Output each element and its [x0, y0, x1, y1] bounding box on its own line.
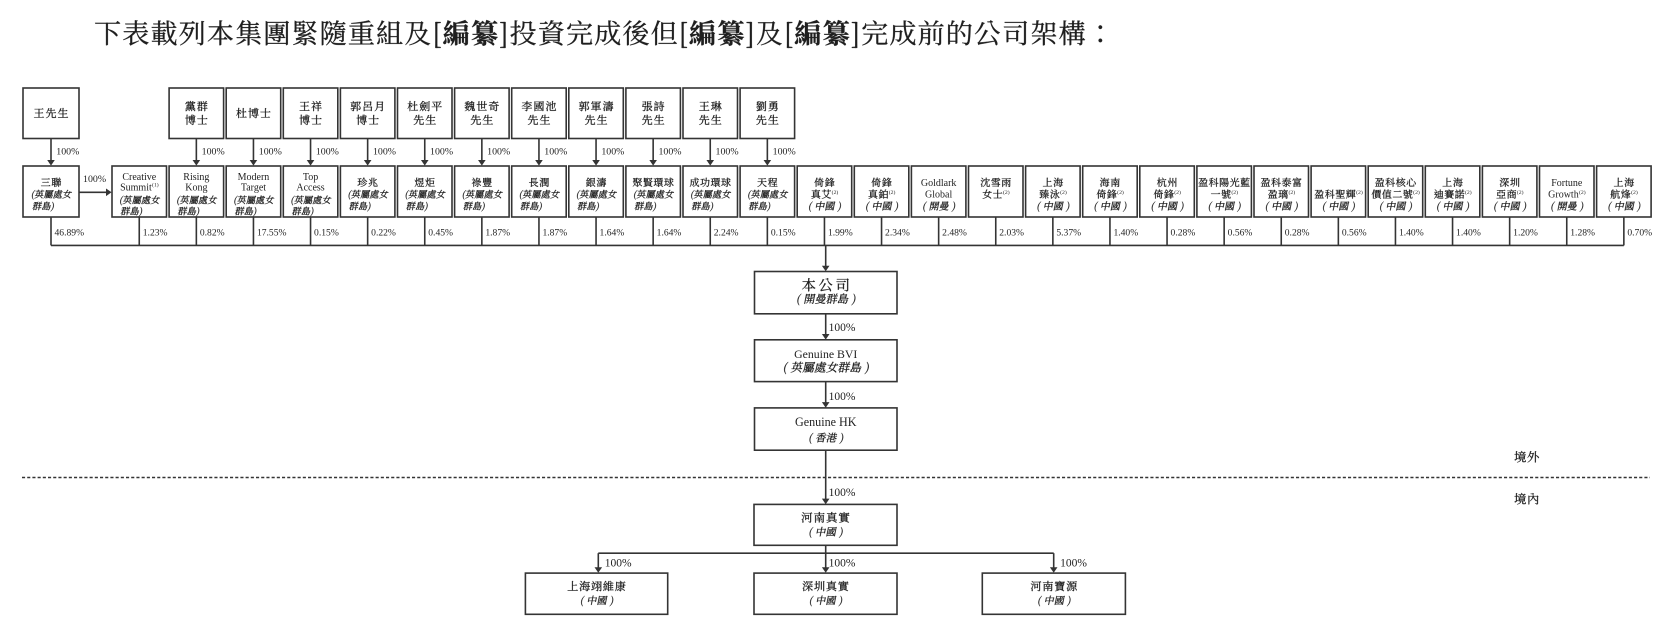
svg-text:1.40%: 1.40% [1113, 228, 1138, 239]
svg-text:2.24%: 2.24% [714, 228, 739, 239]
svg-text:1.40%: 1.40% [1456, 228, 1481, 239]
svg-text:100%: 100% [259, 147, 282, 158]
svg-text:Rising: Rising [183, 172, 209, 183]
svg-text:Global: Global [925, 190, 952, 201]
svg-text:5.37%: 5.37% [1056, 228, 1081, 239]
svg-text:(2): (2) [1174, 189, 1181, 196]
svg-text:Kong: Kong [185, 182, 207, 193]
svg-text:100%: 100% [605, 558, 632, 570]
svg-text:Goldlark: Goldlark [921, 178, 957, 189]
svg-text:1.87%: 1.87% [542, 228, 567, 239]
svg-text:0.56%: 0.56% [1228, 228, 1253, 239]
svg-text:100%: 100% [829, 487, 856, 499]
svg-text:0.28%: 0.28% [1285, 228, 1310, 239]
svg-text:(2): (2) [832, 189, 839, 196]
svg-text:2.34%: 2.34% [885, 228, 910, 239]
svg-text:1.28%: 1.28% [1570, 228, 1595, 239]
svg-text:100%: 100% [202, 147, 225, 158]
svg-text:Creative: Creative [122, 172, 156, 183]
svg-text:1.64%: 1.64% [657, 228, 682, 239]
svg-text:100%: 100% [829, 391, 856, 403]
svg-text:1.99%: 1.99% [828, 228, 853, 239]
svg-text:(2): (2) [1003, 189, 1010, 196]
svg-text:1.64%: 1.64% [600, 228, 625, 239]
svg-text:(2): (2) [889, 189, 896, 196]
svg-text:(2): (2) [1231, 189, 1238, 196]
svg-text:2.03%: 2.03% [999, 228, 1024, 239]
svg-text:100%: 100% [601, 147, 624, 158]
svg-text:Genuine BVI: Genuine BVI [794, 347, 857, 361]
svg-text:Top: Top [303, 172, 318, 183]
svg-text:Modern: Modern [238, 172, 270, 183]
svg-text:Fortune: Fortune [1551, 178, 1583, 189]
svg-text:Growth: Growth [1548, 190, 1579, 201]
svg-text:46.89%: 46.89% [55, 228, 85, 239]
svg-text:100%: 100% [1060, 558, 1087, 570]
svg-text:0.15%: 0.15% [771, 228, 796, 239]
svg-text:(2): (2) [1413, 189, 1420, 196]
svg-text:Access: Access [296, 182, 324, 193]
svg-text:(2): (2) [1060, 189, 1067, 196]
svg-text:(2): (2) [1579, 189, 1586, 196]
svg-text:0.82%: 0.82% [200, 228, 225, 239]
svg-text:100%: 100% [829, 558, 856, 570]
svg-text:1.40%: 1.40% [1399, 228, 1424, 239]
svg-text:(2): (2) [1288, 189, 1295, 196]
svg-text:100%: 100% [658, 147, 681, 158]
svg-text:0.28%: 0.28% [1171, 228, 1196, 239]
svg-text:100%: 100% [487, 147, 510, 158]
svg-text:100%: 100% [829, 322, 856, 334]
svg-text:0.70%: 0.70% [1627, 228, 1652, 239]
svg-text:1.87%: 1.87% [485, 228, 510, 239]
svg-text:100%: 100% [56, 147, 79, 158]
svg-text:100%: 100% [83, 174, 106, 185]
svg-text:2.48%: 2.48% [942, 228, 967, 239]
svg-text:1.23%: 1.23% [143, 228, 168, 239]
svg-text:(1): (1) [152, 182, 159, 189]
svg-text:(2): (2) [1631, 189, 1638, 196]
svg-text:100%: 100% [430, 147, 453, 158]
svg-text:100%: 100% [716, 147, 739, 158]
svg-text:Target: Target [241, 182, 266, 193]
svg-text:(2): (2) [1517, 189, 1524, 196]
svg-text:100%: 100% [316, 147, 339, 158]
svg-text:(2): (2) [1465, 189, 1472, 196]
svg-text:Summit: Summit [120, 182, 152, 193]
svg-text:(2): (2) [1117, 189, 1124, 196]
svg-text:0.22%: 0.22% [371, 228, 396, 239]
svg-text:100%: 100% [773, 147, 796, 158]
svg-text:0.15%: 0.15% [314, 228, 339, 239]
svg-text:1.20%: 1.20% [1513, 228, 1538, 239]
svg-text:0.45%: 0.45% [428, 228, 453, 239]
svg-text:100%: 100% [373, 147, 396, 158]
svg-text:100%: 100% [544, 147, 567, 158]
svg-text:0.56%: 0.56% [1342, 228, 1367, 239]
svg-text:Genuine HK: Genuine HK [795, 415, 857, 429]
svg-text:17.55%: 17.55% [257, 228, 287, 239]
svg-text:(2): (2) [1356, 189, 1363, 196]
